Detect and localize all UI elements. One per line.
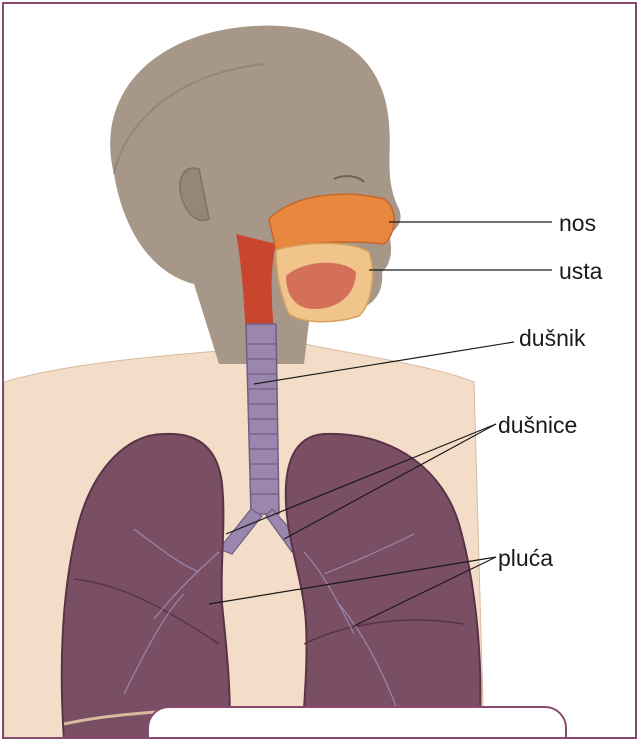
- respiratory-system-illustration: [4, 4, 637, 739]
- label-mouth: usta: [559, 260, 602, 283]
- caption-box: [147, 706, 567, 739]
- label-bronchi: dušnice: [498, 414, 577, 437]
- label-nose: nos: [559, 212, 596, 235]
- label-trachea: dušnik: [519, 327, 585, 350]
- label-lungs: pluća: [498, 547, 553, 570]
